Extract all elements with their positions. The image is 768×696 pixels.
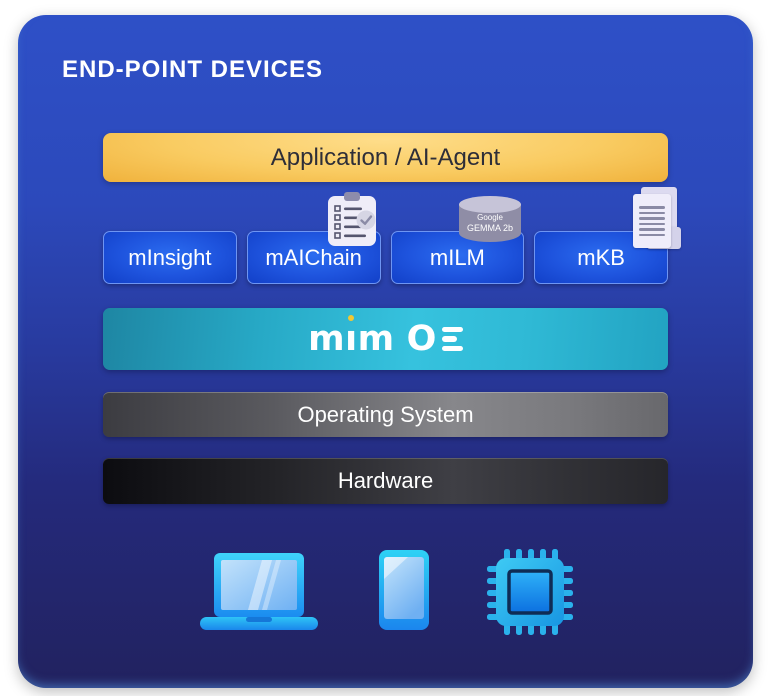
module-label: mInsight	[128, 244, 212, 270]
laptop-icon	[200, 553, 318, 640]
logo-e-bars-icon	[441, 326, 463, 352]
module-label: mKB	[577, 244, 625, 270]
module-label: mAIChain	[265, 244, 362, 270]
model-database-top	[459, 196, 521, 213]
checklist-clipboard-icon	[325, 192, 379, 248]
operating-system-bar: Operating System	[103, 392, 668, 437]
module-box-maichain: mAIChain	[246, 231, 381, 284]
logo-letter-m2: m	[357, 318, 395, 359]
module-box-minsight: mInsight	[103, 231, 237, 284]
mimoe-logo: m ı m O	[308, 314, 463, 359]
documents-stack-icon	[627, 187, 689, 259]
module-label: mILM	[429, 244, 485, 270]
logo-letter-i: ı	[345, 314, 358, 357]
application-layer-label: Application / AI-Agent	[270, 143, 501, 171]
module-row: mInsight mAIChain mILM mKB	[103, 231, 668, 284]
logo-letter-m1: m	[308, 318, 346, 359]
smartphone-icon	[378, 549, 430, 636]
logo-yellow-dot	[348, 314, 355, 321]
chip-icon	[487, 549, 573, 640]
operating-system-label: Operating System	[297, 401, 474, 427]
application-layer-bar: Application / AI-Agent	[103, 133, 668, 182]
mimoe-middleware-bar: m ı m O	[103, 308, 668, 370]
model-database-icon: Google GEMMA 2b	[459, 196, 521, 248]
logo-letter-o: O	[406, 318, 437, 359]
hardware-label: Hardware	[337, 468, 434, 493]
page-title: END-POINT DEVICES	[62, 56, 324, 83]
endpoint-devices-panel: END-POINT DEVICES Application / AI-Agent	[18, 15, 753, 688]
hardware-bar: Hardware	[103, 458, 668, 504]
document-page-front	[633, 194, 671, 248]
model-badge-line2: GEMMA 2b	[466, 222, 513, 233]
model-badge-line1: Google	[477, 212, 503, 222]
